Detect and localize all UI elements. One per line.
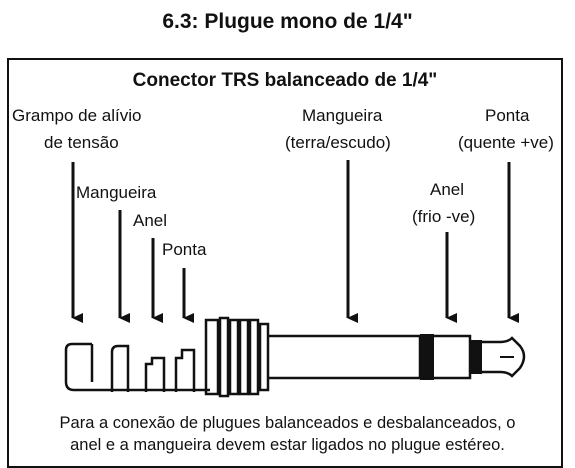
label-ponta-right-line1: Ponta	[485, 106, 530, 125]
label-grampo-line1: Grampo de alívio	[12, 106, 142, 125]
ring-section	[434, 334, 472, 380]
plug-body	[204, 316, 422, 398]
caption-line-2: anel e a mangueira devem estar ligados n…	[70, 436, 505, 454]
insulator-ring-1	[420, 334, 434, 380]
label-anel-left: Anel	[133, 211, 168, 230]
label-mangueira-right-line1: Mangueira	[302, 106, 383, 125]
label-ponta-left: Ponta	[162, 240, 207, 259]
insulator-ring-2	[470, 340, 482, 374]
solder-lugs	[64, 342, 210, 392]
label-mangueira-left: Mangueira	[76, 183, 157, 202]
page-title: 6.3: Plugue mono de 1/4"	[162, 10, 413, 33]
tip-section	[482, 336, 526, 378]
diagram-caption: Para a conexão de plugues balanceados e …	[0, 412, 575, 456]
label-ponta-right-line2: (quente +ve)	[458, 133, 554, 152]
diagram-box-title: Conector TRS balanceado de 1/4"	[132, 70, 438, 91]
label-grampo-line2: de tensão	[44, 133, 119, 152]
label-anel-right-line2: (frio -ve)	[412, 207, 476, 226]
caption-line-1: Para a conexão de plugues balanceados e …	[59, 414, 516, 432]
label-mangueira-right-line2: (terra/escudo)	[285, 133, 391, 152]
label-anel-right-line1: Anel	[430, 180, 465, 199]
